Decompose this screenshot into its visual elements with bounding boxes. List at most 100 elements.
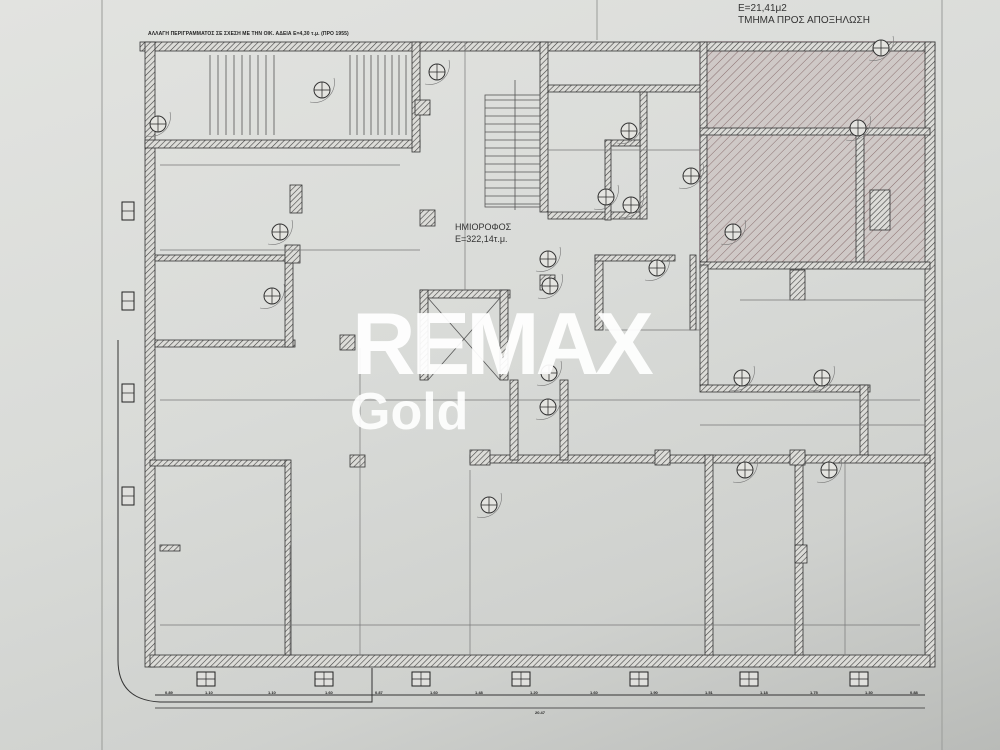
dimension-label: 1.90 bbox=[650, 690, 658, 695]
window-tag bbox=[121, 291, 135, 311]
wall-segment bbox=[289, 184, 303, 214]
wall-segment bbox=[699, 384, 871, 393]
wall-segment bbox=[699, 41, 708, 263]
wall-segment bbox=[339, 334, 356, 351]
light-fixture-icon bbox=[535, 394, 561, 420]
window-tag bbox=[196, 671, 216, 687]
light-fixture-icon bbox=[309, 77, 335, 103]
window-tag bbox=[121, 486, 135, 506]
elevator-shaft-x bbox=[427, 297, 501, 381]
light-fixture-icon bbox=[616, 118, 642, 144]
wall-segment bbox=[539, 41, 549, 213]
wall-segment bbox=[704, 454, 714, 656]
wall-segment bbox=[349, 454, 366, 468]
wall-segment bbox=[639, 91, 648, 220]
wall-segment bbox=[284, 244, 301, 264]
light-fixture-icon bbox=[644, 255, 670, 281]
wall-segment bbox=[414, 99, 431, 116]
wall-segment bbox=[411, 41, 421, 153]
wall-segment bbox=[699, 264, 709, 386]
floor-area-label: Ε=322,14τ.μ. bbox=[455, 234, 508, 244]
wall-segment bbox=[154, 339, 296, 348]
wall-segment bbox=[559, 379, 569, 461]
dimension-label: 1.75 bbox=[810, 690, 818, 695]
interior-lines bbox=[160, 42, 925, 655]
wall-segment bbox=[284, 459, 292, 656]
light-fixture-icon bbox=[145, 111, 171, 137]
floor-name-label: ΗΜΙΟΡΟΦΟΣ bbox=[455, 222, 512, 232]
wall-segment bbox=[154, 254, 296, 262]
stairs bbox=[209, 55, 541, 381]
dimension-label: 1.48 bbox=[475, 690, 483, 695]
dimension-total-label: 20.47 bbox=[535, 710, 546, 715]
dimension-label: 1.10 bbox=[205, 690, 213, 695]
dimension-label: 1.51 bbox=[705, 690, 713, 695]
watermark-logo-remax: REMAX bbox=[352, 294, 654, 393]
window-tag bbox=[739, 671, 759, 687]
light-fixture-icon bbox=[868, 35, 894, 61]
stair-flight bbox=[484, 94, 541, 208]
wall-segment bbox=[654, 449, 671, 466]
wall-segment bbox=[699, 261, 931, 270]
dimension-label: 1.60 bbox=[325, 690, 333, 695]
dimension-lines bbox=[117, 340, 925, 709]
dimension-label: 1.60 bbox=[590, 690, 598, 695]
wall-segment bbox=[509, 379, 519, 461]
window-tag bbox=[511, 671, 531, 687]
wall-segment bbox=[144, 41, 156, 668]
dimension-label: 1.30 bbox=[865, 690, 873, 695]
wall-segment bbox=[789, 269, 806, 301]
wall-segment bbox=[689, 254, 697, 331]
light-fixture-icon bbox=[593, 184, 619, 210]
window-tag bbox=[121, 383, 135, 403]
wall-segment bbox=[144, 139, 421, 149]
window-tag bbox=[411, 671, 431, 687]
wall-segment bbox=[855, 127, 865, 264]
demolition-area-label: Ε=21,41μ2 bbox=[738, 3, 787, 14]
window-tag bbox=[121, 201, 135, 221]
light-fixture-icon bbox=[536, 360, 562, 386]
light-fixture-icon bbox=[259, 283, 285, 309]
wall-segment bbox=[159, 544, 181, 552]
wall-segment bbox=[139, 41, 936, 52]
dimension-label: 1.60 bbox=[430, 690, 438, 695]
dimension-label: 1.18 bbox=[760, 690, 768, 695]
walls bbox=[139, 41, 936, 668]
light-fixture-icon bbox=[729, 365, 755, 391]
wall-segment bbox=[469, 454, 931, 464]
light-fixture-icon bbox=[535, 246, 561, 272]
light-fixture-icon bbox=[476, 492, 502, 518]
wall-segment bbox=[924, 41, 936, 668]
plan-note-title: ΑΛΛΑΓΗ ΠΕΡΙΓΡΑΜΜΑΤΟΣ ΣΕ ΣΧΕΣΗ ΜΕ ΤΗΝ ΟΙΚ… bbox=[148, 31, 349, 37]
wall-segment bbox=[469, 449, 491, 466]
wall-segment bbox=[419, 289, 429, 381]
wall-segment bbox=[284, 254, 294, 348]
window-tag bbox=[849, 671, 869, 687]
dimension-label: 0.88 bbox=[910, 690, 918, 695]
wall-segment bbox=[699, 127, 931, 136]
light-fixture-icon bbox=[618, 192, 644, 218]
light-fixture-icon bbox=[845, 115, 871, 141]
wall-segment bbox=[149, 654, 931, 668]
wall-segment bbox=[604, 139, 612, 221]
wall-segment bbox=[794, 544, 808, 564]
window-tags bbox=[121, 201, 869, 687]
dimension-label: 0.89 bbox=[165, 690, 173, 695]
light-fixture-icon bbox=[732, 457, 758, 483]
demolition-label: ΤΜΗΜΑ ΠΡΟΣ ΑΠΟΞΗΛΩΣΗ bbox=[738, 15, 870, 26]
wall-segment bbox=[547, 84, 704, 93]
dimension-label: 1.20 bbox=[530, 690, 538, 695]
wall-segment bbox=[499, 289, 509, 381]
sheet-border-lines bbox=[101, 0, 943, 750]
light-fixture-icon bbox=[809, 365, 835, 391]
wall-segment bbox=[149, 459, 291, 467]
light-fixture-icon bbox=[424, 59, 450, 85]
light-fixture-icon bbox=[537, 273, 563, 299]
wall-segment bbox=[594, 254, 676, 262]
watermark-logo-gold: Gold bbox=[350, 383, 469, 441]
dimension-label: 1.10 bbox=[268, 690, 276, 695]
window-tag bbox=[629, 671, 649, 687]
window-tag bbox=[314, 671, 334, 687]
fixtures bbox=[145, 35, 894, 518]
